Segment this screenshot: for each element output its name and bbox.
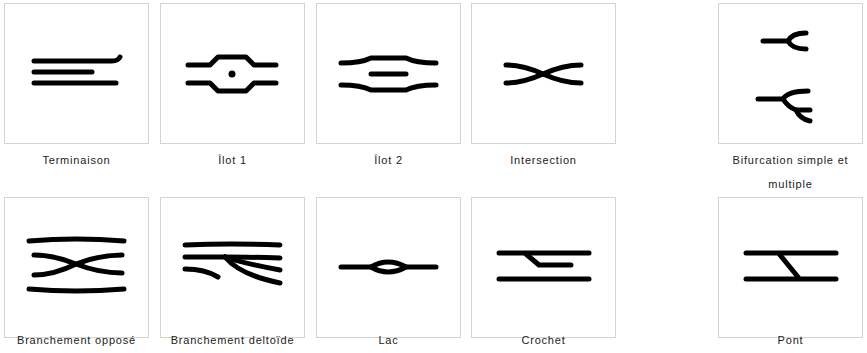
caption-label: Branchement deltoïde <box>159 328 307 352</box>
termination-icon <box>34 57 120 83</box>
caption-label: Crochet <box>470 328 618 352</box>
frame-boxes <box>5 4 863 338</box>
caption-label: Terminaison <box>3 148 151 172</box>
caption-label: Lac <box>315 328 463 352</box>
caption-label: Îlot 2 <box>315 148 463 172</box>
caption-label: Intersection <box>470 148 618 172</box>
delta-branch-icon <box>185 244 280 283</box>
island-dot-icon <box>188 57 276 91</box>
hook-icon <box>499 253 589 279</box>
bifurcation-icon <box>758 33 810 121</box>
bridge-icon <box>746 253 836 279</box>
opposed-branch-icon <box>29 239 124 291</box>
caption-label: Bifurcation simple et multiple <box>717 148 865 196</box>
caption-label: Îlot 1 <box>159 148 307 172</box>
intersection-icon <box>506 65 581 83</box>
island-segment-icon <box>341 58 436 90</box>
caption-label: Pont <box>717 328 865 352</box>
lake-icon <box>341 262 436 272</box>
caption-label: Branchement opposé <box>3 328 151 352</box>
